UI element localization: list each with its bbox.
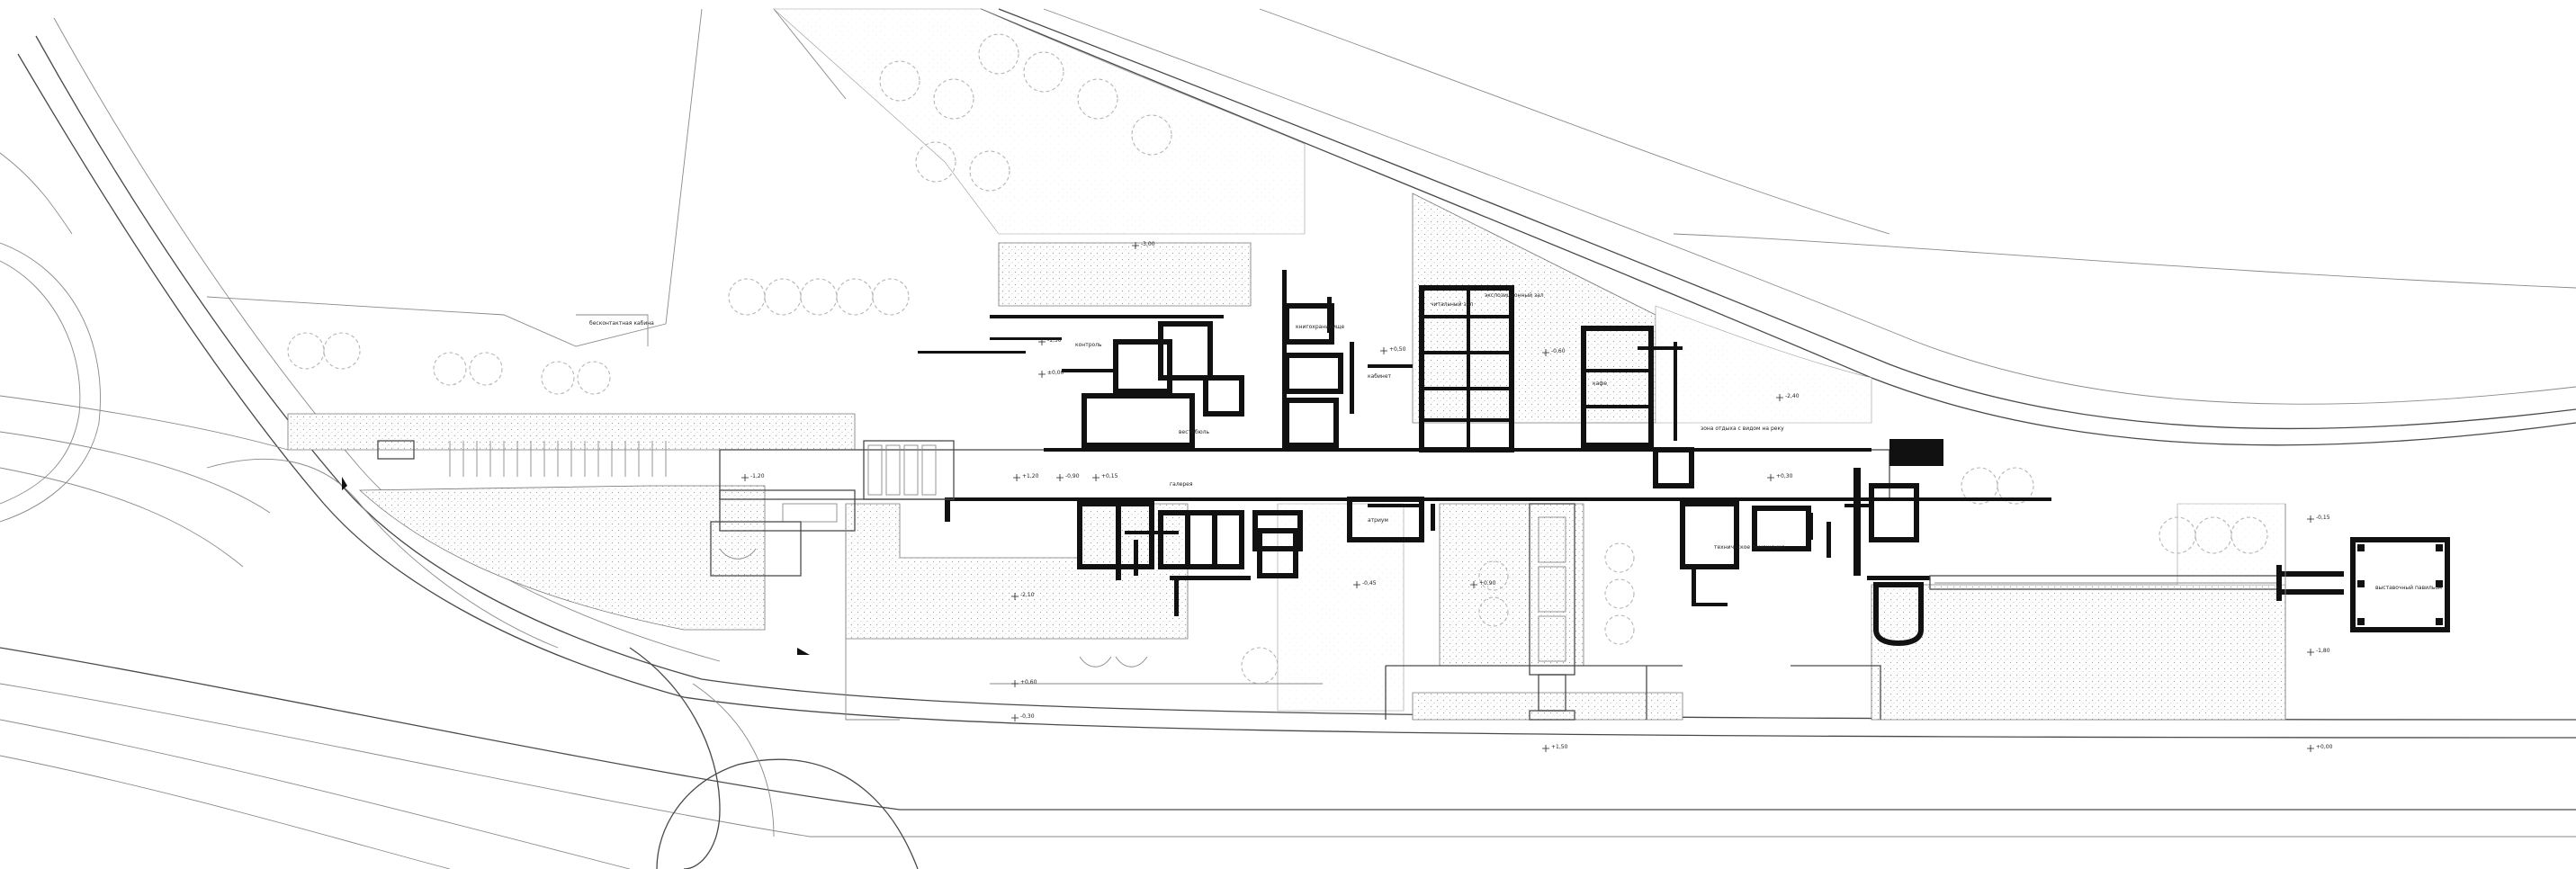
svg-text:+1,50: +1,50 xyxy=(1551,744,1568,750)
svg-text:+0,60: +0,60 xyxy=(1020,679,1037,685)
markers xyxy=(342,477,810,655)
label-sign: бесконтактная кабина xyxy=(589,320,654,327)
label-room-e: кафе xyxy=(1593,381,1607,387)
elevation-mark: +0,30 xyxy=(1767,473,1793,481)
elevation-mark: -1,80 xyxy=(2307,648,2330,656)
elevation-mark: +0,90 xyxy=(1470,580,1496,588)
svg-text:+1,20: +1,20 xyxy=(1022,473,1039,479)
elevation-mark: -0,90 xyxy=(1056,473,1080,481)
svg-text:+0,15: +0,15 xyxy=(1101,473,1118,479)
elevation-mark: +1,20 xyxy=(1013,473,1039,481)
svg-text:-1,80: -1,80 xyxy=(2316,648,2330,654)
label-room-b: кабинет xyxy=(1368,373,1392,380)
building-main xyxy=(377,270,2450,721)
svg-text:-1,20: -1,20 xyxy=(750,473,765,479)
label-room-c: читальный зал xyxy=(1431,301,1473,308)
elevation-mark: -0,30 xyxy=(1011,713,1035,721)
elevation-marks: -3,00 -1,50 ±0,00 +0,50 -0,60 -2,40 +1,2… xyxy=(741,241,2333,752)
elevation-mark: -1,20 xyxy=(741,473,765,481)
svg-text:+0,00: +0,00 xyxy=(2316,744,2333,750)
elevation-mark: +0,60 xyxy=(1011,679,1037,687)
svg-text:-2,40: -2,40 xyxy=(1785,393,1800,399)
svg-text:-0,60: -0,60 xyxy=(1551,348,1566,354)
label-terrace: зона отдыха с видом на реку xyxy=(1701,426,1784,432)
label-hall: вестибюль xyxy=(1179,429,1210,435)
svg-text:+0,30: +0,30 xyxy=(1776,473,1793,479)
svg-text:+0,50: +0,50 xyxy=(1389,346,1406,353)
elevation-mark: +1,50 xyxy=(1542,744,1568,752)
elevation-mark: -3,00 xyxy=(1132,241,1155,249)
elevation-mark: -0,60 xyxy=(1542,348,1566,356)
svg-text:-0,45: -0,45 xyxy=(1362,580,1377,587)
arrow-marker-icon xyxy=(342,477,347,490)
elevation-mark: -0,45 xyxy=(1353,580,1377,588)
svg-text:+0,90: +0,90 xyxy=(1479,580,1496,587)
label-room-d: экспозиционный зал xyxy=(1485,292,1544,299)
elevation-mark: ±0,00 xyxy=(1038,370,1064,378)
label-entry: контроль xyxy=(1075,342,1102,348)
elevation-mark: +0,00 xyxy=(2307,744,2333,752)
svg-text:-2,10: -2,10 xyxy=(1020,592,1035,598)
road-network xyxy=(0,8,2576,869)
label-atrium: атриум xyxy=(1368,517,1388,524)
svg-text:-0,30: -0,30 xyxy=(1020,713,1035,720)
parking-stalls xyxy=(449,441,667,477)
label-gallery: галерея xyxy=(1170,481,1193,488)
landscape-areas xyxy=(287,8,2286,721)
elevation-mark: -0,15 xyxy=(2307,515,2330,523)
label-pavilion: выставочный павильон xyxy=(2375,585,2442,591)
elevation-mark: +0,15 xyxy=(1092,473,1118,481)
arrow-marker-icon xyxy=(797,648,810,655)
room-labels: бесконтактная кабина контроль вестибюль … xyxy=(589,292,2442,591)
elevation-mark: -2,10 xyxy=(1011,592,1035,600)
svg-text:-1,50: -1,50 xyxy=(1047,337,1062,344)
elevation-mark: -2,40 xyxy=(1776,393,1800,401)
svg-text:-3,00: -3,00 xyxy=(1141,241,1155,247)
label-room-a: книгохранилище xyxy=(1296,324,1345,330)
svg-text:-0,90: -0,90 xyxy=(1065,473,1080,479)
elevation-mark: +0,50 xyxy=(1380,346,1406,354)
elevation-mark: -1,50 xyxy=(1038,337,1062,345)
label-service: техническое помещение xyxy=(1714,544,1785,551)
svg-text:±0,00: ±0,00 xyxy=(1047,370,1064,376)
svg-text:-0,15: -0,15 xyxy=(2316,515,2330,521)
